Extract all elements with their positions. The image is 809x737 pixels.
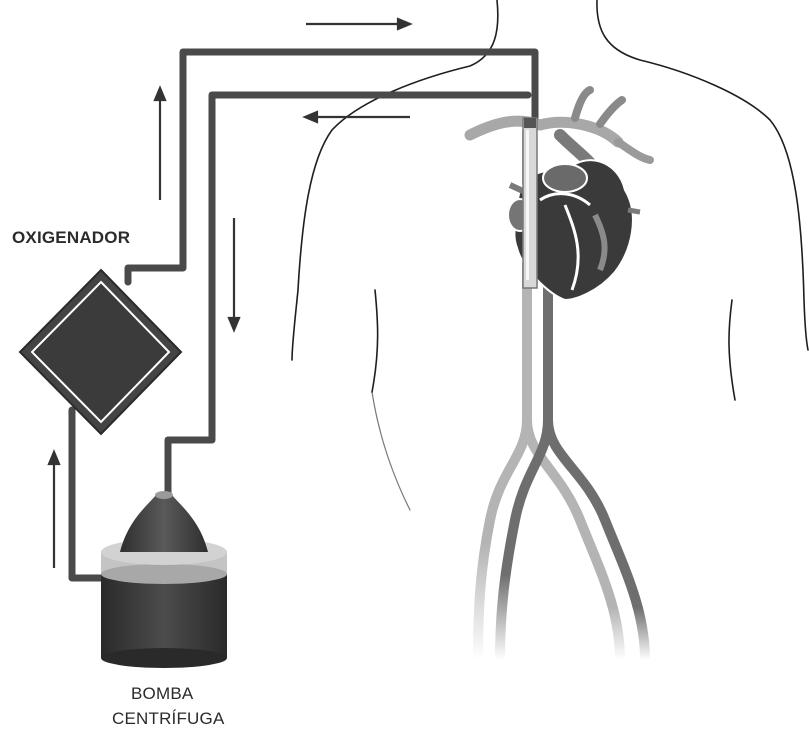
pump-label-line2: CENTRÍFUGA — [112, 709, 225, 729]
pump-label-line1: BOMBA — [131, 684, 193, 704]
oxygenator-icon — [20, 270, 181, 434]
great-vessels — [470, 90, 650, 175]
centrifugal-pump-icon — [101, 491, 227, 668]
cannula — [523, 118, 537, 288]
oxygenator-label: OXIGENADOR — [12, 228, 130, 248]
